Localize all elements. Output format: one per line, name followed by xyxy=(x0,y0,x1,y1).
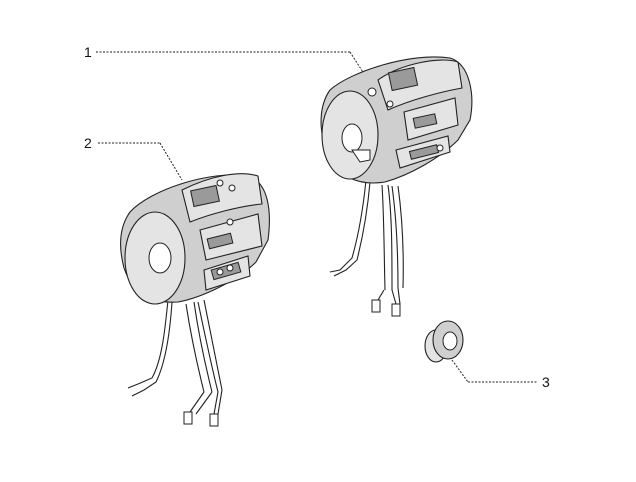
leader-line-2 xyxy=(98,142,183,181)
leader-line-3 xyxy=(451,359,538,383)
callout-1: 1 xyxy=(84,44,92,60)
right-switch-assembly xyxy=(320,56,473,317)
left-switch-assembly xyxy=(120,173,270,427)
cap-part xyxy=(424,320,464,363)
callout-2: 2 xyxy=(84,135,92,151)
callout-3: 3 xyxy=(542,374,550,390)
leader-line-1 xyxy=(96,51,369,81)
